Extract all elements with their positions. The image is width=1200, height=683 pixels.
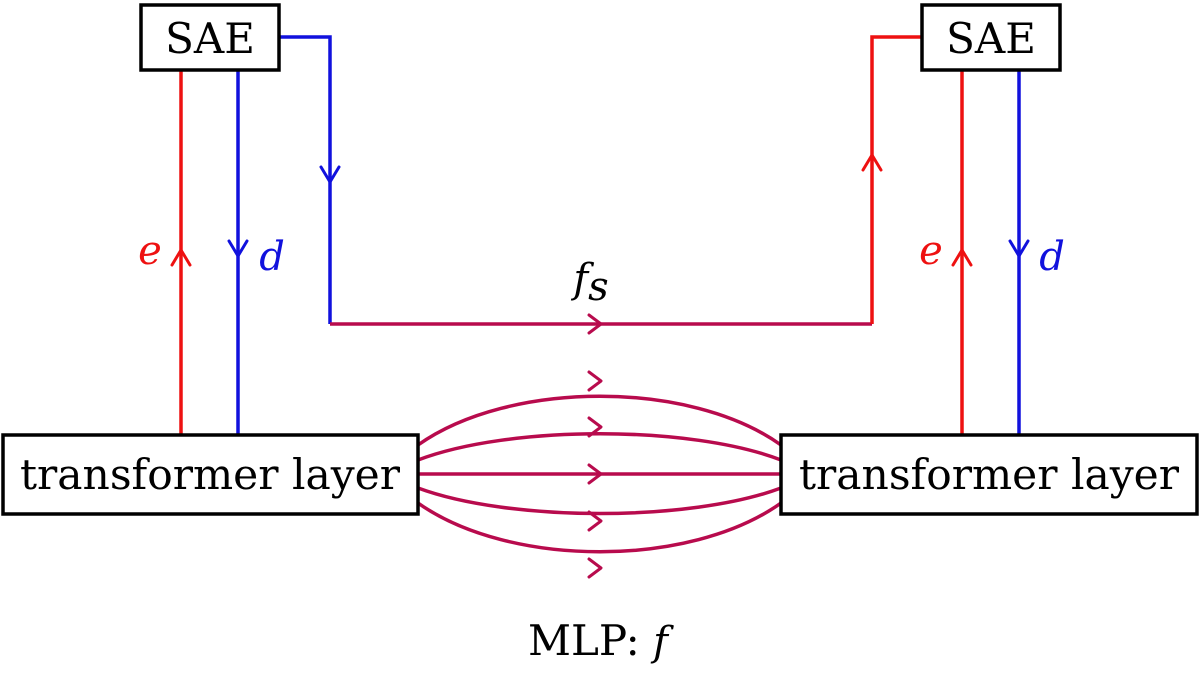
sparse-path-encode-arrow: [861, 153, 883, 172]
decoder-arrow-right: [1008, 239, 1030, 258]
decoder-label-left: d: [259, 234, 285, 280]
transformer-node-left-label: transformer layer: [20, 450, 401, 499]
mlp-curve-1-arrow: [587, 370, 603, 392]
mlp-curve-2: [417, 432, 782, 462]
sparse-path-decode-arrow: [319, 165, 341, 184]
mlp-curve-2-arrow: [587, 416, 603, 438]
sae-node-right-label: SAE: [946, 14, 1036, 63]
mlp-curve-5: [416, 501, 783, 554]
transformer-node-right-label: transformer layer: [799, 450, 1180, 499]
mlp-curve-5-arrow: [587, 557, 603, 579]
sparse-path-decode: [279, 35, 332, 324]
mlp-caption-symbol: f: [650, 619, 674, 665]
sae-node-right: SAE: [920, 3, 1062, 72]
sparse-path-encode: [870, 35, 922, 324]
encoder-label-right: e: [919, 228, 943, 274]
sae-node-left: SAE: [139, 3, 281, 72]
sparse-path-horizontal-arrow: [587, 313, 603, 335]
decoder-label-right: d: [1039, 234, 1065, 280]
mlp-curve-3-arrow: [587, 463, 603, 485]
encoder-arrow-right: [951, 248, 973, 267]
mlp-curve-4: [417, 486, 782, 516]
sparse-function-label: fs: [570, 256, 608, 310]
mlp-curve-4-arrow: [587, 510, 603, 532]
mlp-caption-prefix: MLP:: [528, 616, 653, 665]
encoder-arrow-left: [170, 248, 192, 267]
encoder-label-left: e: [138, 228, 162, 274]
transformer-node-right: transformer layer: [779, 433, 1199, 516]
decoder-arrow-left: [227, 239, 249, 258]
sae-node-left-label: SAE: [165, 14, 255, 63]
mlp-caption: MLP: f: [528, 616, 674, 665]
mlp-curve-1: [416, 394, 783, 447]
transformer-node-left: transformer layer: [1, 433, 420, 516]
sparse-function-subscript: s: [588, 264, 609, 310]
